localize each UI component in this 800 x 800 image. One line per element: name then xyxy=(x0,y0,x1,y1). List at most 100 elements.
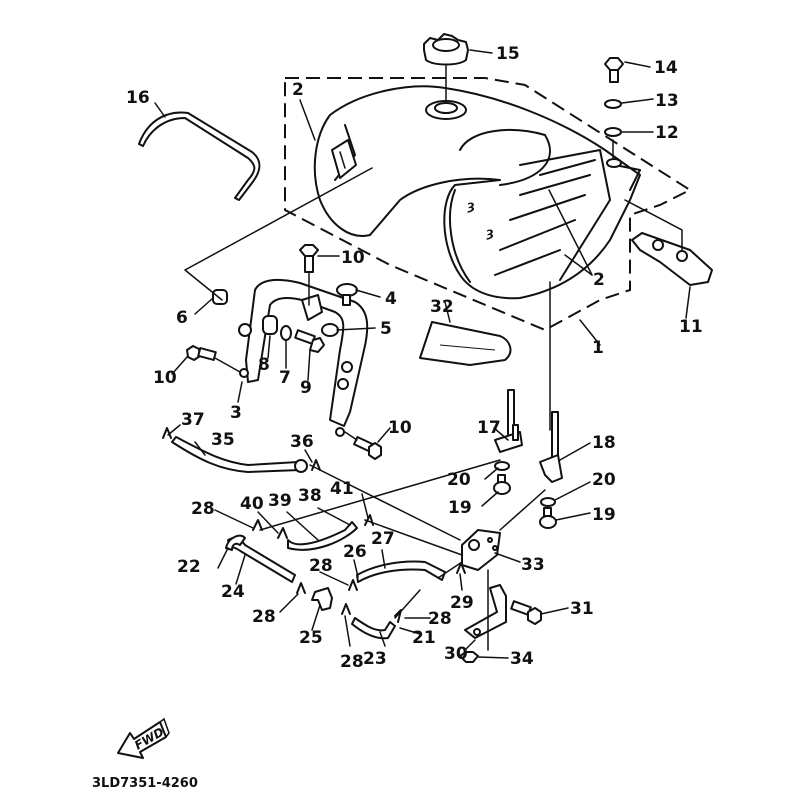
clip-28a[interactable] xyxy=(252,519,263,531)
callout-4: 4 xyxy=(385,289,397,309)
bolt-10-top[interactable] xyxy=(299,244,319,273)
assembly-line xyxy=(437,561,463,579)
bolt-10-right[interactable] xyxy=(353,435,382,460)
bolt-31[interactable] xyxy=(510,600,542,625)
callout-17: 17 xyxy=(477,418,501,438)
callout-15: 15 xyxy=(496,44,520,64)
hose-35-end xyxy=(294,459,308,473)
assembly-line xyxy=(259,459,501,531)
hose-22-end[interactable] xyxy=(225,534,246,551)
pad-hatch xyxy=(439,344,496,351)
callout-31: 31 xyxy=(570,599,594,619)
tank-side-bracket xyxy=(331,139,357,179)
bolt-14[interactable] xyxy=(604,57,624,83)
washer-7[interactable] xyxy=(280,325,292,341)
assembly-line xyxy=(184,167,373,301)
fuel-cock-18[interactable] xyxy=(539,411,563,483)
nut-34[interactable] xyxy=(459,651,479,663)
callout-28: 28 xyxy=(428,609,452,629)
callout-28: 28 xyxy=(191,499,215,519)
callout-39: 39 xyxy=(268,491,292,511)
tank-rear-bracket[interactable] xyxy=(631,232,713,286)
forward-arrow: FWD xyxy=(117,717,170,759)
clip-41[interactable] xyxy=(364,514,374,526)
assembly-line xyxy=(344,431,358,441)
clip-40[interactable] xyxy=(277,527,288,539)
clip-28c[interactable] xyxy=(296,582,306,594)
collar-8[interactable] xyxy=(262,315,278,335)
screw-4[interactable] xyxy=(336,283,358,306)
callout-10: 10 xyxy=(341,248,365,268)
bolt-10-left[interactable] xyxy=(186,345,217,361)
fuel-cap[interactable] xyxy=(423,33,469,101)
fuel-cock-17[interactable] xyxy=(494,389,523,453)
callout-1: 1 xyxy=(592,338,604,358)
callout-24: 24 xyxy=(221,582,245,602)
callout-25: 25 xyxy=(299,628,323,648)
callout-20: 20 xyxy=(592,470,616,490)
fuel-hose-35[interactable] xyxy=(171,436,301,473)
three-way-joint-25[interactable] xyxy=(311,587,333,611)
leader-lines xyxy=(154,49,691,659)
callout-16: 16 xyxy=(126,88,150,108)
callout-6: 6 xyxy=(176,308,188,328)
bolt-19-left[interactable] xyxy=(493,474,511,495)
callout-19: 19 xyxy=(448,498,472,518)
bolt-9[interactable] xyxy=(294,329,325,353)
clip-29[interactable] xyxy=(456,562,466,574)
clip-28d[interactable] xyxy=(341,603,351,615)
assembly-line xyxy=(499,489,546,531)
callout-37: 37 xyxy=(181,410,205,430)
callout-10: 10 xyxy=(388,418,412,438)
callout-33: 33 xyxy=(521,555,545,575)
callout-11: 11 xyxy=(679,317,703,337)
callout-14: 14 xyxy=(654,58,678,78)
callout-34: 34 xyxy=(510,649,534,669)
mounting-stay[interactable] xyxy=(238,278,369,437)
callout-30: 30 xyxy=(444,644,468,664)
diagram-code: 3LD7351-4260 xyxy=(92,776,198,791)
callout-7: 7 xyxy=(279,368,291,388)
callout-21: 21 xyxy=(412,628,436,648)
clip-28e[interactable] xyxy=(394,609,402,623)
washer-13[interactable] xyxy=(604,99,622,109)
callout-28: 28 xyxy=(309,556,333,576)
clip-36[interactable] xyxy=(311,459,321,471)
emblem-mark: ȝ xyxy=(467,199,475,214)
collar-5[interactable] xyxy=(321,323,339,337)
emblem-mark: ȝ xyxy=(486,226,494,241)
callout-13: 13 xyxy=(655,91,679,111)
clip-28b[interactable] xyxy=(348,579,358,591)
callout-22: 22 xyxy=(177,557,201,577)
callout-28: 28 xyxy=(252,607,276,627)
assembly-line xyxy=(214,357,241,373)
assembly-line xyxy=(624,199,683,251)
callout-18: 18 xyxy=(592,433,616,453)
fuel-hose-23[interactable] xyxy=(351,617,396,640)
callout-29: 29 xyxy=(450,593,474,613)
callout-20: 20 xyxy=(447,470,471,490)
washer-12[interactable] xyxy=(604,127,622,137)
callout-41: 41 xyxy=(330,479,354,499)
callout-35: 35 xyxy=(211,430,235,450)
bolt-19-right[interactable] xyxy=(539,507,557,529)
callout-2: 2 xyxy=(593,270,605,290)
washer-20-right[interactable] xyxy=(540,497,556,507)
breather-hose[interactable] xyxy=(138,111,261,201)
fuel-hose-27[interactable] xyxy=(356,560,446,583)
damper-6[interactable] xyxy=(212,289,228,305)
fuel-pump[interactable] xyxy=(461,529,501,571)
callout-10: 10 xyxy=(153,368,177,388)
callout-36: 36 xyxy=(290,432,314,452)
filler-neck xyxy=(425,100,467,120)
callout-23: 23 xyxy=(363,649,387,669)
callout-38: 38 xyxy=(298,486,322,506)
pump-bracket-30[interactable] xyxy=(464,584,507,639)
assembly-line xyxy=(394,589,421,619)
clip-37[interactable] xyxy=(162,427,172,439)
callout-26: 26 xyxy=(343,542,367,562)
tank-assembly-boundary xyxy=(284,77,693,332)
tank-pad-32[interactable] xyxy=(419,321,512,366)
fuel-tank[interactable] xyxy=(313,85,641,300)
callout-27: 27 xyxy=(371,529,395,549)
